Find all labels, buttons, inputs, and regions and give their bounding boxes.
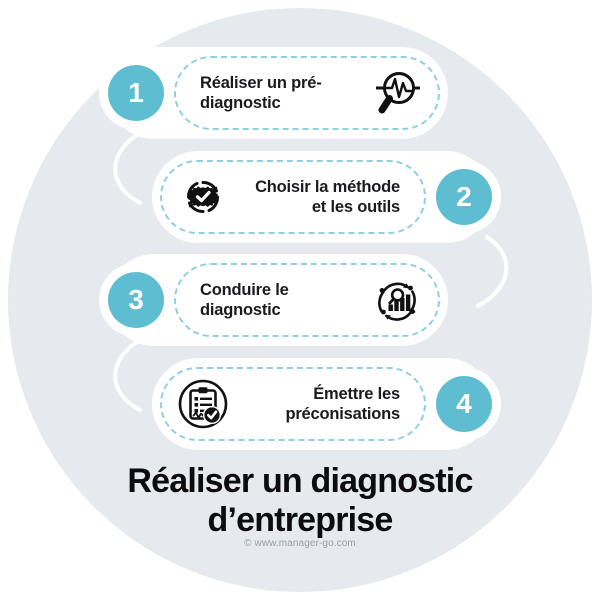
magnifier-pulse-icon: [368, 64, 426, 122]
page-title: Réaliser un diagnostic d’entreprise: [127, 462, 473, 540]
clipboard-check-icon: [174, 375, 232, 433]
step-3[interactable]: Conduire le diagnostic: [108, 254, 448, 346]
step-4-number: 4: [456, 388, 472, 419]
step-3-label: Conduire le diagnostic: [200, 280, 289, 319]
step-1-number: 1: [128, 77, 144, 108]
step-3-badge: 3: [108, 272, 164, 328]
step-3-number: 3: [128, 284, 144, 315]
step-2-number: 2: [456, 181, 472, 212]
bar-chart-magnifier-cycle-icon: [368, 271, 426, 329]
step-4-badge: 4: [436, 376, 492, 432]
step-1-label: Réaliser un pré- diagnostic: [200, 73, 322, 112]
step-2-badge: 2: [436, 169, 492, 225]
step-2-label: Choisir la méthode et les outils: [255, 177, 400, 216]
copyright-credit: © www.manager-go.com: [244, 538, 356, 549]
step-1[interactable]: Réaliser un pré- diagnostic 1: [108, 47, 448, 139]
step-1-badge: 1: [108, 65, 164, 121]
step-4[interactable]: Émettre les préconisations 4: [152, 358, 492, 450]
step-1-pill: Réaliser un pré- diagnostic: [174, 56, 440, 130]
step-4-pill: Émettre les préconisations: [160, 367, 426, 441]
step-4-label: Émettre les préconisations: [285, 384, 400, 423]
step-2[interactable]: Choisir la méthode et les outils 2: [152, 151, 492, 243]
step-2-pill: Choisir la méthode et les outils: [160, 160, 426, 234]
step-3-pill: Conduire le diagnostic: [174, 263, 440, 337]
gear-check-cycle-icon: [174, 168, 232, 226]
